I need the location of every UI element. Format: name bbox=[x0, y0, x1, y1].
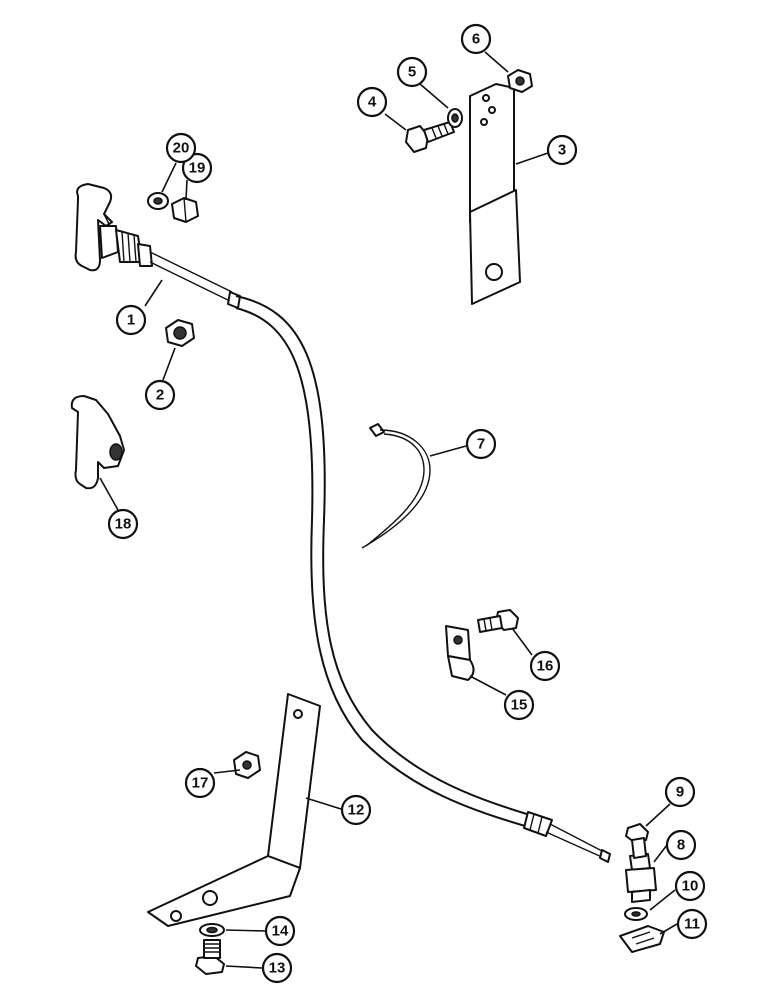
callout-11-label: 11 bbox=[684, 916, 700, 933]
callout-7: 7 bbox=[465, 428, 497, 460]
callout-8-label: 8 bbox=[677, 837, 685, 854]
callout-10-label: 10 bbox=[682, 878, 699, 895]
callout-16: 16 bbox=[529, 650, 561, 682]
callout-15: 15 bbox=[503, 689, 535, 721]
callout-17-label: 17 bbox=[192, 775, 209, 792]
callout-5: 5 bbox=[396, 56, 428, 88]
callout-19-label: 19 bbox=[189, 160, 206, 177]
callout-19: 19 bbox=[181, 152, 213, 184]
bolt-part-16[interactable] bbox=[477, 609, 519, 633]
nut-part-17[interactable] bbox=[233, 751, 261, 779]
callout-18-label: 18 bbox=[115, 516, 132, 533]
washer-part-20[interactable] bbox=[147, 192, 169, 210]
nut-part-19[interactable] bbox=[171, 197, 199, 223]
callout-6: 6 bbox=[460, 23, 492, 55]
callout-6-label: 6 bbox=[472, 31, 480, 48]
t-handle-part-18[interactable] bbox=[70, 395, 125, 490]
callout-12-label: 12 bbox=[348, 802, 365, 819]
callout-14-label: 14 bbox=[272, 923, 289, 940]
callouts: 1 2 3 4 5 6 7 8 bbox=[107, 23, 708, 984]
callout-20: 20 bbox=[165, 132, 197, 164]
control-cable-assembly[interactable] bbox=[74, 183, 611, 863]
callout-7-label: 7 bbox=[477, 436, 485, 453]
callout-20-label: 20 bbox=[173, 140, 190, 157]
leader-lines bbox=[99, 51, 678, 969]
callout-1: 1 bbox=[115, 304, 147, 336]
bolt-part-9[interactable] bbox=[625, 823, 649, 859]
callout-14: 14 bbox=[264, 915, 296, 947]
nut-part-6[interactable] bbox=[507, 69, 533, 93]
callout-4: 4 bbox=[356, 86, 388, 118]
washer-part-10[interactable] bbox=[624, 907, 648, 921]
callout-8: 8 bbox=[665, 829, 697, 861]
connector-part-8[interactable] bbox=[625, 853, 657, 903]
bracket-part-3[interactable] bbox=[469, 83, 521, 305]
washer-part-5[interactable] bbox=[447, 108, 463, 128]
callout-18: 18 bbox=[107, 508, 139, 540]
nut-part-2[interactable] bbox=[165, 319, 195, 347]
callout-12: 12 bbox=[340, 794, 372, 826]
callout-5-label: 5 bbox=[408, 64, 416, 81]
bracket-part-12[interactable] bbox=[147, 693, 321, 927]
callout-10: 10 bbox=[674, 870, 706, 902]
callout-9: 9 bbox=[664, 776, 696, 808]
callout-11: 11 bbox=[676, 908, 708, 940]
callout-2: 2 bbox=[144, 379, 176, 411]
cable-tie-part-7[interactable] bbox=[361, 423, 431, 549]
washer-part-14[interactable] bbox=[199, 923, 225, 937]
callout-17: 17 bbox=[184, 767, 216, 799]
callout-3-label: 3 bbox=[558, 142, 566, 159]
callout-4-label: 4 bbox=[368, 94, 377, 111]
callout-13-label: 13 bbox=[269, 960, 286, 977]
callout-16-label: 16 bbox=[537, 658, 554, 675]
bolt-part-4[interactable] bbox=[405, 121, 455, 153]
callout-13: 13 bbox=[261, 952, 293, 984]
callout-1-label: 1 bbox=[127, 312, 135, 329]
callout-15-label: 15 bbox=[511, 697, 528, 714]
clip-part-11[interactable] bbox=[619, 925, 665, 953]
callout-3: 3 bbox=[546, 134, 578, 166]
callout-2-label: 2 bbox=[156, 387, 164, 404]
callout-9-label: 9 bbox=[676, 784, 684, 801]
clamp-part-15[interactable] bbox=[445, 625, 475, 681]
bolt-part-13[interactable] bbox=[195, 939, 225, 975]
